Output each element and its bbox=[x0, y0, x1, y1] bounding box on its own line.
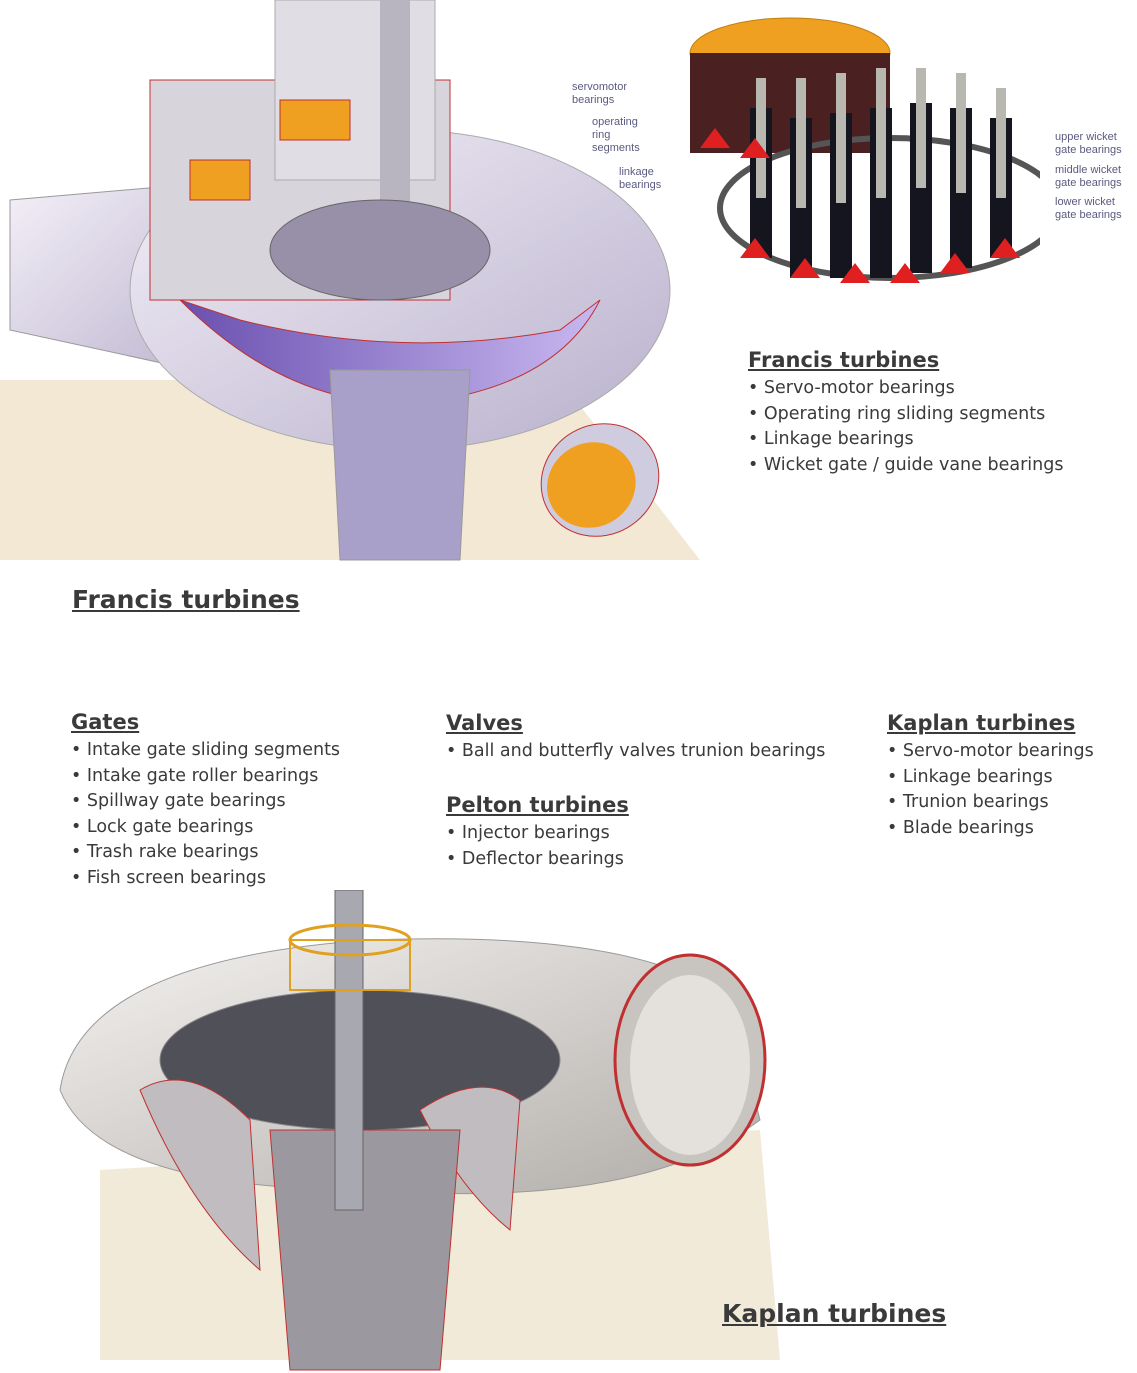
list-item: Intake gate roller bearings bbox=[71, 764, 340, 790]
francis-bearings-section: Francis turbines Servo-motor bearings Op… bbox=[748, 348, 1063, 478]
list-item: Injector bearings bbox=[446, 821, 629, 847]
gates-section: Gates Intake gate sliding segments Intak… bbox=[71, 710, 340, 891]
kaplan-illustration-title: Kaplan turbines bbox=[722, 1299, 947, 1328]
label-middle-wicket-gate-bearings: middle wicket gate bearings bbox=[1055, 164, 1122, 189]
list-item: Deflector bearings bbox=[446, 847, 629, 873]
kaplan-bearings-section: Kaplan turbines Servo-motor bearings Lin… bbox=[887, 711, 1094, 841]
list-item: Trash rake bearings bbox=[71, 840, 340, 866]
label-operating-ring-segments: operating ring segments bbox=[592, 116, 640, 154]
francis-illustration-title: Francis turbines bbox=[72, 585, 300, 614]
francis-heading: Francis turbines bbox=[748, 348, 940, 372]
pelton-heading: Pelton turbines bbox=[446, 793, 629, 817]
label-linkage-bearings: linkage bearings bbox=[619, 166, 662, 191]
list-item: Blade bearings bbox=[887, 816, 1094, 842]
list-item: Linkage bearings bbox=[887, 765, 1094, 791]
list-item: Ball and butterfly valves trunion bearin… bbox=[446, 739, 826, 765]
gates-heading: Gates bbox=[71, 710, 140, 734]
list-item: Fish screen bearings bbox=[71, 866, 340, 892]
label-servomotor-bearings: servomotor bearings bbox=[572, 81, 628, 106]
list-item: Wicket gate / guide vane bearings bbox=[748, 453, 1064, 479]
kaplan-heading: Kaplan turbines bbox=[887, 711, 1076, 735]
list-item: Spillway gate bearings bbox=[71, 789, 340, 815]
valves-heading: Valves bbox=[446, 711, 523, 735]
list-item: Servo-motor bearings bbox=[887, 739, 1094, 765]
kaplan-turbine-illustration bbox=[59, 890, 780, 1371]
valves-section: Valves Ball and butterfly valves trunion… bbox=[446, 711, 825, 765]
pelton-section: Pelton turbines Injector bearings Deflec… bbox=[446, 793, 629, 872]
list-item: Servo-motor bearings bbox=[748, 376, 1063, 402]
label-upper-wicket-gate-bearings: upper wicket gate bearings bbox=[1055, 131, 1122, 156]
list-item: Operating ring sliding segments bbox=[748, 402, 1063, 428]
francis-turbine-illustration bbox=[0, 0, 700, 561]
list-item: Lock gate bearings bbox=[71, 815, 340, 841]
list-item: Intake gate sliding segments bbox=[71, 738, 340, 764]
label-lower-wicket-gate-bearings: lower wicket gate bearings bbox=[1055, 196, 1122, 221]
wicket-gate-ring-illustration bbox=[689, 17, 1040, 283]
list-item: Trunion bearings bbox=[887, 790, 1094, 816]
list-item: Linkage bearings bbox=[748, 427, 1063, 453]
